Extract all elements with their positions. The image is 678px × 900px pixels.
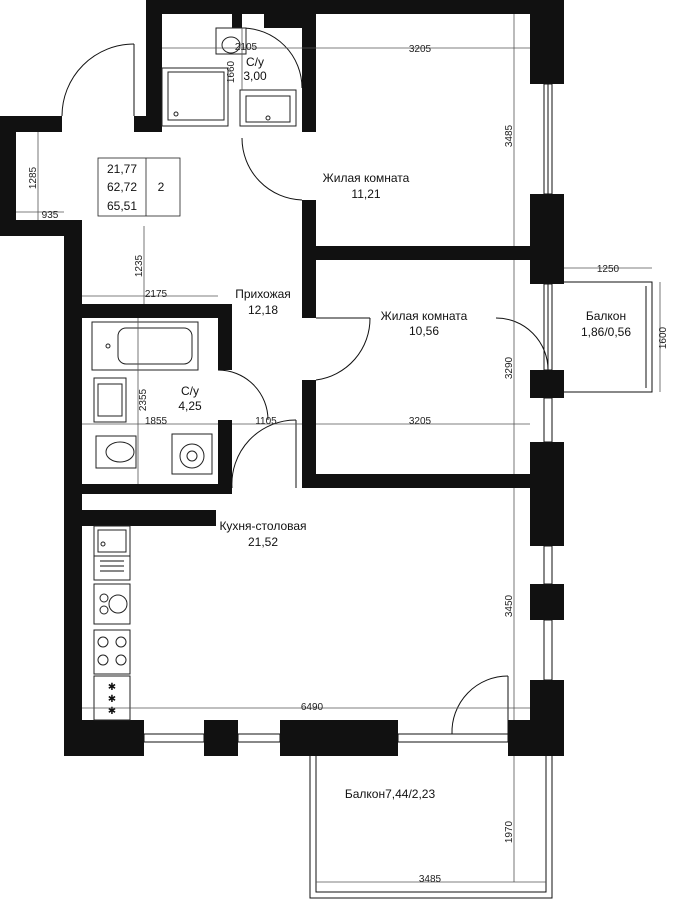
living-partition-lower	[302, 380, 316, 480]
bottom-wall-left	[64, 720, 144, 756]
dim-1250: 1250	[597, 264, 620, 275]
window-kitchen-bottom2	[237, 733, 281, 743]
summary-total-with-balcony: 65,51	[107, 199, 137, 213]
right-wall-mid1	[530, 194, 564, 284]
right-wall-mid3	[530, 442, 564, 546]
room-labels: С/у 3,00 Жилая комната 11,21 Прихожая 12…	[178, 55, 631, 801]
right-wall-top	[530, 0, 564, 84]
dim-1855: 1855	[145, 416, 168, 427]
area-summary-table: 21,77 62,72 65,51 2	[97, 157, 181, 217]
entry-wall-stub	[134, 116, 162, 132]
dim-3485-right: 3485	[504, 124, 515, 147]
bathroom1-inner-top	[264, 14, 302, 28]
window-kitchen1	[543, 545, 553, 585]
dim-3450: 3450	[504, 594, 515, 617]
living2-door-swing	[315, 317, 371, 381]
window-kitchen-bottom3	[397, 733, 509, 743]
dim-1235: 1235	[134, 254, 145, 277]
bathroom2-right-wall-bottom	[218, 420, 232, 484]
balcony-small-name: Балкон	[586, 309, 626, 323]
dim-2175: 2175	[145, 289, 168, 300]
walls	[0, 0, 564, 756]
bathroom2-right-wall-top	[218, 304, 232, 370]
bathroom2-bottom-wall	[82, 484, 232, 494]
room-living1-area: 11,21	[351, 187, 380, 201]
bathroom2-top-wall	[82, 304, 232, 318]
window-kitchen-bottom1	[143, 733, 205, 743]
room-bathroom1-name: С/у	[246, 55, 264, 69]
balcony-small-outline	[564, 281, 653, 393]
big-balcony-door-swing	[451, 675, 509, 735]
summary-living-area: 21,77	[107, 162, 137, 176]
room-bathroom2-name: С/у	[181, 384, 199, 398]
dim-935: 935	[42, 210, 59, 221]
cabinet-icon	[93, 675, 131, 721]
living1-door-swing	[241, 137, 303, 201]
bathroom1-right-wall	[302, 14, 316, 132]
right-wall-mid2	[530, 370, 564, 398]
balconies	[309, 281, 653, 899]
svg-text:✱: ✱	[108, 682, 116, 693]
dim-6490: 6490	[301, 702, 324, 713]
dimension-labels: 2105 3205 1660 3485 1285 935 1235 2175 1…	[28, 42, 669, 885]
room-hall-area: 12,18	[248, 303, 278, 317]
living2-bottom-wall	[302, 474, 530, 488]
bottom-wall-right	[508, 720, 564, 756]
balcony-door-swing	[495, 317, 549, 371]
entrance-door-swing	[61, 43, 135, 117]
bottom-wall-mid2	[280, 720, 398, 756]
window-living2b	[543, 397, 553, 443]
dim-1600: 1600	[658, 326, 669, 349]
window-kitchen2	[543, 619, 553, 681]
bathroom1-door-swing	[241, 27, 303, 89]
summary-rooms-count: 2	[158, 180, 165, 194]
right-wall-mid4	[530, 584, 564, 620]
room-living2-area: 10,56	[409, 324, 439, 338]
dim-3205-top: 3205	[409, 44, 432, 55]
bottom-wall-mid1	[204, 720, 238, 756]
dim-1970: 1970	[504, 820, 515, 843]
room-hall-name: Прихожая	[235, 287, 291, 301]
bathroom2-door-swing	[217, 369, 269, 421]
balcony-big-label: Балкон7,44/2,23	[345, 787, 436, 801]
dim-1660: 1660	[226, 60, 237, 83]
summary-total-area: 62,72	[107, 180, 137, 194]
bathroom1-left-wall	[146, 0, 162, 132]
top-wall	[146, 0, 564, 14]
dim-1285: 1285	[28, 166, 39, 189]
balcony-big-outline	[309, 756, 553, 899]
svg-text:✱: ✱	[108, 694, 116, 705]
left-wall-main	[64, 220, 82, 756]
bathroom1-inner-top2	[232, 14, 242, 28]
doors	[61, 27, 549, 735]
room-living1-name: Жилая комната	[323, 171, 410, 185]
balcony-small-area: 1,86/0,56	[581, 325, 631, 339]
room-living2-name: Жилая комната	[381, 309, 468, 323]
dim-1105: 1105	[255, 416, 277, 427]
room-kitchen-name: Кухня-столовая	[219, 519, 306, 533]
fixtures: ✱ ✱ ✱	[91, 27, 297, 721]
living1-bottom-wall	[302, 246, 530, 260]
room-kitchen-area: 21,52	[248, 535, 278, 549]
room-bathroom1-area: 3,00	[243, 69, 267, 83]
kitchen-door-swing	[231, 419, 297, 489]
dimension-lines	[16, 14, 661, 883]
left-wall-top-corner	[0, 116, 62, 132]
stove-icon	[93, 629, 131, 675]
kitchen-top-wall	[82, 510, 216, 526]
dim-3485-bottom: 3485	[419, 874, 442, 885]
dim-3205-mid: 3205	[409, 416, 432, 427]
left-wall-top	[0, 116, 16, 236]
dim-3290: 3290	[504, 356, 515, 379]
svg-text:✱: ✱	[108, 706, 116, 717]
room-bathroom2-area: 4,25	[178, 399, 202, 413]
windows	[143, 83, 553, 743]
dim-2355: 2355	[138, 388, 149, 411]
dim-2105: 2105	[235, 42, 258, 53]
dishwasher-icon	[93, 555, 131, 581]
